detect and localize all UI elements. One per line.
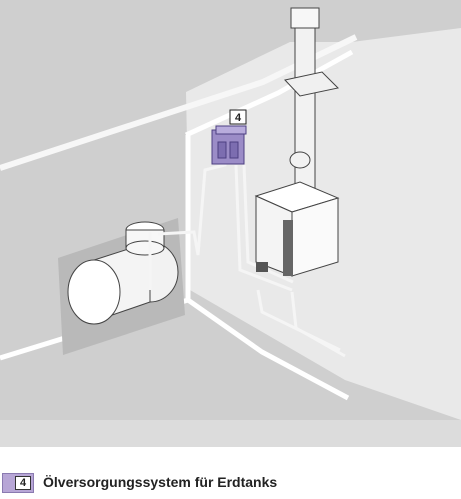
- boiler-control-strip: [283, 220, 293, 276]
- floor-pipe-2: [290, 291, 346, 358]
- callout-number: 4: [235, 112, 242, 124]
- flue-cap: [290, 7, 320, 29]
- oil-pipe-4: [242, 164, 294, 284]
- floor-band: [0, 420, 461, 447]
- legend: 4 Ölversorgungssystem für Erdtanks: [0, 470, 461, 499]
- callout-box: [229, 109, 247, 125]
- legend-badge-number: 4: [15, 476, 31, 490]
- tank-end: [67, 259, 121, 325]
- oil-filter-top: [215, 125, 247, 135]
- tank-dome-base: [125, 240, 165, 256]
- oil-filter-bowl: [217, 141, 227, 159]
- roof-line: [0, 34, 358, 171]
- oil-filter-bowl-2: [229, 141, 239, 159]
- flue-joint: [289, 151, 311, 169]
- floor-line: [186, 297, 350, 401]
- boiler-burner: [256, 262, 268, 272]
- oil-supply-diagram: 4: [0, 0, 461, 447]
- roof-flashing: [284, 71, 340, 97]
- oil-pipe-3: [234, 164, 293, 292]
- boiler-side: [291, 197, 339, 277]
- oil-supply-system: [211, 125, 247, 165]
- legend-badge: 4: [2, 473, 34, 493]
- roof-inner-line: [184, 49, 354, 138]
- legend-item-label: Ölversorgungssystem für Erdtanks: [43, 474, 278, 490]
- oil-filter-unit: [211, 129, 245, 165]
